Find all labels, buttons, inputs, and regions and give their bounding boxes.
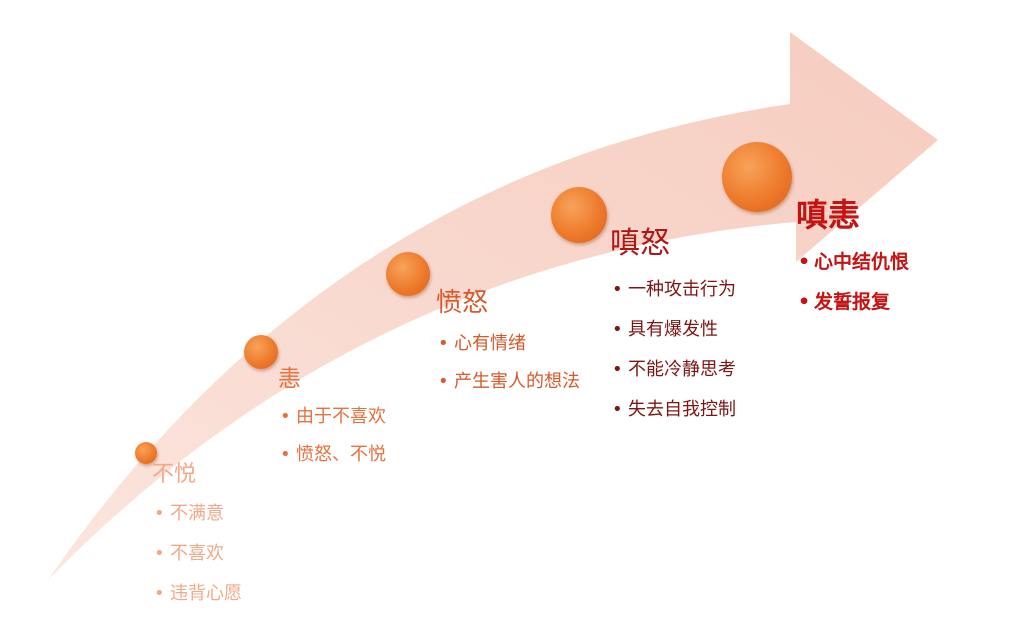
stage-item: 由于不喜欢 [278,398,448,436]
stage-item: 不满意 [152,494,302,534]
stage-title: 恚 [278,366,301,392]
stage-title: 愤怒 [436,288,489,318]
stage-item: 产生害人的想法 [436,363,582,401]
stage-resentment: 恚 由于不喜欢 愤怒、不悦 [278,366,448,474]
stage-item: 心有情绪 [436,325,606,363]
stage-rage: 嗔怒 一种攻击行为 具有爆发性 不能冷静思考 失去自我控制 [610,226,810,430]
stage-item-list: 心中结仇恨 发誓报复 [796,242,996,322]
stage-dot-4 [551,187,607,243]
stage-item-list: 不满意 不喜欢 违背心愿 [152,494,302,614]
stage-item-list: 一种攻击行为 具有爆发性 不能冷静思考 失去自我控制 [610,270,810,430]
stage-item: 发誓报复 [796,282,996,322]
stage-dot-1 [135,442,157,464]
stage-item: 具有爆发性 [610,310,810,350]
stage-displeasure: 不悦 不满意 不喜欢 违背心愿 [152,462,302,614]
stage-item-list: 由于不喜欢 愤怒、不悦 [278,398,448,474]
stage-anger: 愤怒 心有情绪 产生害人的想法 [436,288,606,401]
stage-hatred: 嗔恚 心中结仇恨 发誓报复 [796,196,996,322]
stage-title: 嗔怒 [610,226,670,261]
stage-title: 不悦 [152,462,197,487]
stage-item: 不能冷静思考 [610,350,810,390]
stage-dot-3 [386,252,430,296]
stage-dot-2 [244,335,278,369]
stage-title: 嗔恚 [796,196,861,234]
stage-item: 不喜欢 [152,534,302,574]
stage-dot-5 [722,142,792,212]
stage-item: 失去自我控制 [610,390,810,430]
stage-item: 愤怒、不悦 [278,436,448,474]
stage-item-list: 心有情绪 产生害人的想法 [436,325,606,401]
arrow-shape [48,32,938,580]
stage-item: 心中结仇恨 [796,242,996,282]
stage-item: 一种攻击行为 [610,270,810,310]
stage-item: 违背心愿 [152,574,302,614]
